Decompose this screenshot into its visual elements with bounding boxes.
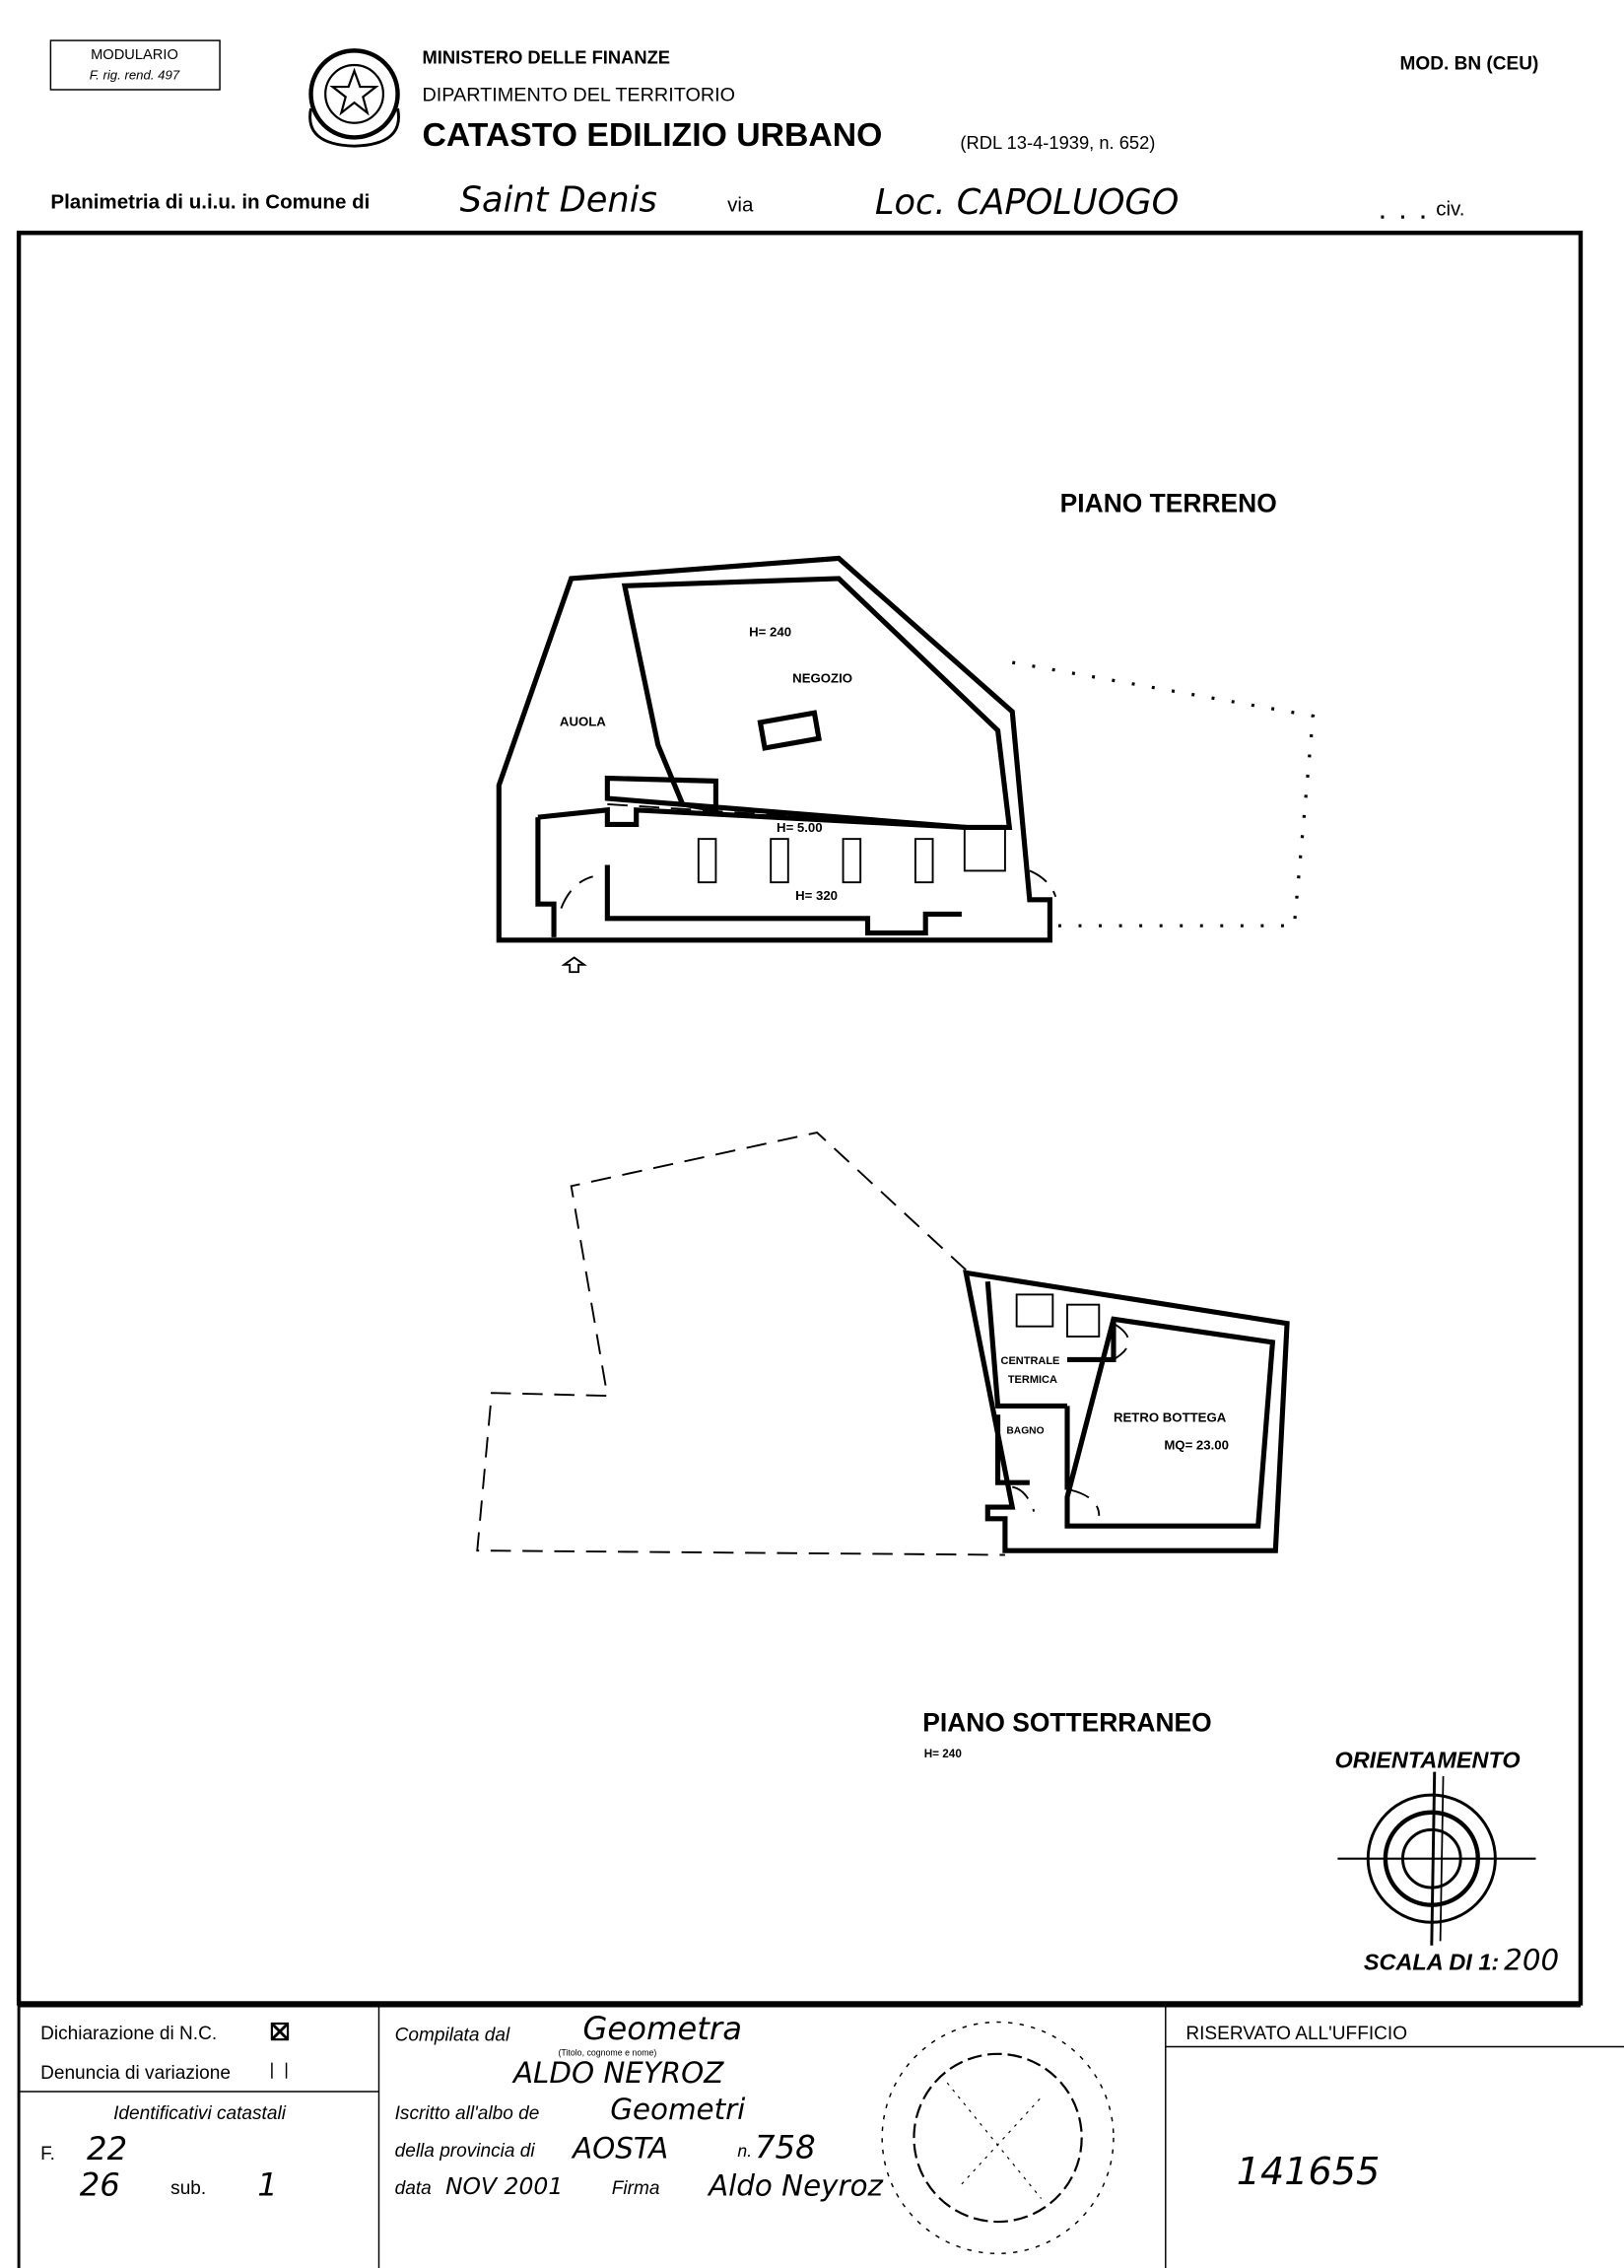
registered-label: Iscritto all'albo de [395,2103,540,2124]
room-label-bagno: BAGNO [1006,1425,1044,1436]
room-label-centrale: CENTRALE [1001,1355,1060,1367]
footer-grid [17,2003,1624,2268]
room-label-negozio: NEGOZIO [792,671,852,686]
orientation-label: ORIENTAMENTO [1334,1747,1520,1772]
variation-label: Denuncia di variazione [40,2063,231,2084]
modulario-label: MODULARIO [91,47,178,63]
room-area: MQ= 23.00 [1164,1437,1229,1452]
comune-value: Saint Denis [460,179,657,220]
signature-label: Firma [612,2178,660,2199]
via-label: via [727,193,754,216]
identifiers-title: Identificativi catastali [113,2103,287,2124]
basement-title: PIANO SOTTERRANEO [922,1708,1211,1738]
modulario-ref: F. rig. rend. 497 [90,68,180,83]
room-height: H= 320 [795,888,838,903]
declaration-nc-label: Dichiarazione di N.C. [40,2024,217,2044]
declaration-nc-checkbox[interactable] [270,2022,290,2041]
variation-checkbox[interactable] [271,2062,288,2079]
foglio-label: F. [40,2144,55,2165]
registered-value: Geometri [610,2093,745,2126]
scale-value: 200 [1504,1944,1559,1977]
plan-frame [16,231,1584,2006]
department-name: DIPARTIMENTO DEL TERRITORIO [423,85,736,106]
basement-plan [476,1131,1290,1556]
foglio-value: 22 [87,2130,127,2167]
name-hint: (Titolo, cognome e nome) [558,2047,656,2057]
date-label: data [395,2178,432,2199]
north-arrow-icon [1337,1771,1536,1946]
room-label-auola: AUOLA [560,715,606,729]
province-value: AOSTA [571,2131,668,2165]
official-stamp [881,2021,1115,2255]
room-height: H= 5.00 [777,820,823,835]
compiled-by-label: Compilata dal [395,2026,510,2046]
ground-floor-plan [496,555,1316,974]
room-label-termica: TERMICA [1008,1374,1057,1386]
sub-value: 1 [257,2166,278,2204]
room-height: H= 240 [749,625,791,640]
basement-height: H= 240 [924,1748,963,1760]
ministry-name: MINISTERO DELLE FINANZE [423,47,671,68]
reserved-label: RISERVATO ALL'UFFICIO [1185,2024,1407,2044]
comune-label: Planimetria di u.i.u. in Comune di [50,190,370,213]
signature: Aldo Neyroz [707,2169,883,2203]
sub-label: sub. [170,2178,206,2199]
date-value: NOV 2001 [445,2172,563,2200]
province-label: della provincia di [395,2141,536,2162]
compiled-by-name: ALDO NEYROZ [511,2056,724,2090]
form-title: CATASTO EDILIZIO URBANO [423,116,883,154]
ground-floor-title: PIANO TERRENO [1060,488,1277,517]
republic-emblem-icon [308,48,400,148]
law-reference: (RDL 13-4-1939, n. 652) [960,132,1155,153]
particella-value: 26 [80,2166,120,2204]
model-code: MOD. BN (CEU) [1400,53,1539,74]
via-value: Loc. CAPOLUOGO [875,182,1180,223]
room-label-retro-bottega: RETRO BOTTEGA [1114,1410,1227,1425]
number-label: n. [737,2141,752,2161]
modulario-box [49,39,221,91]
office-number: 141655 [1237,2150,1381,2193]
number-value: 758 [755,2128,816,2165]
compiled-by-title: Geometra [582,2010,742,2047]
civ-label: civ. [1436,198,1464,221]
scale-label: SCALA DI 1: [1364,1950,1499,1975]
